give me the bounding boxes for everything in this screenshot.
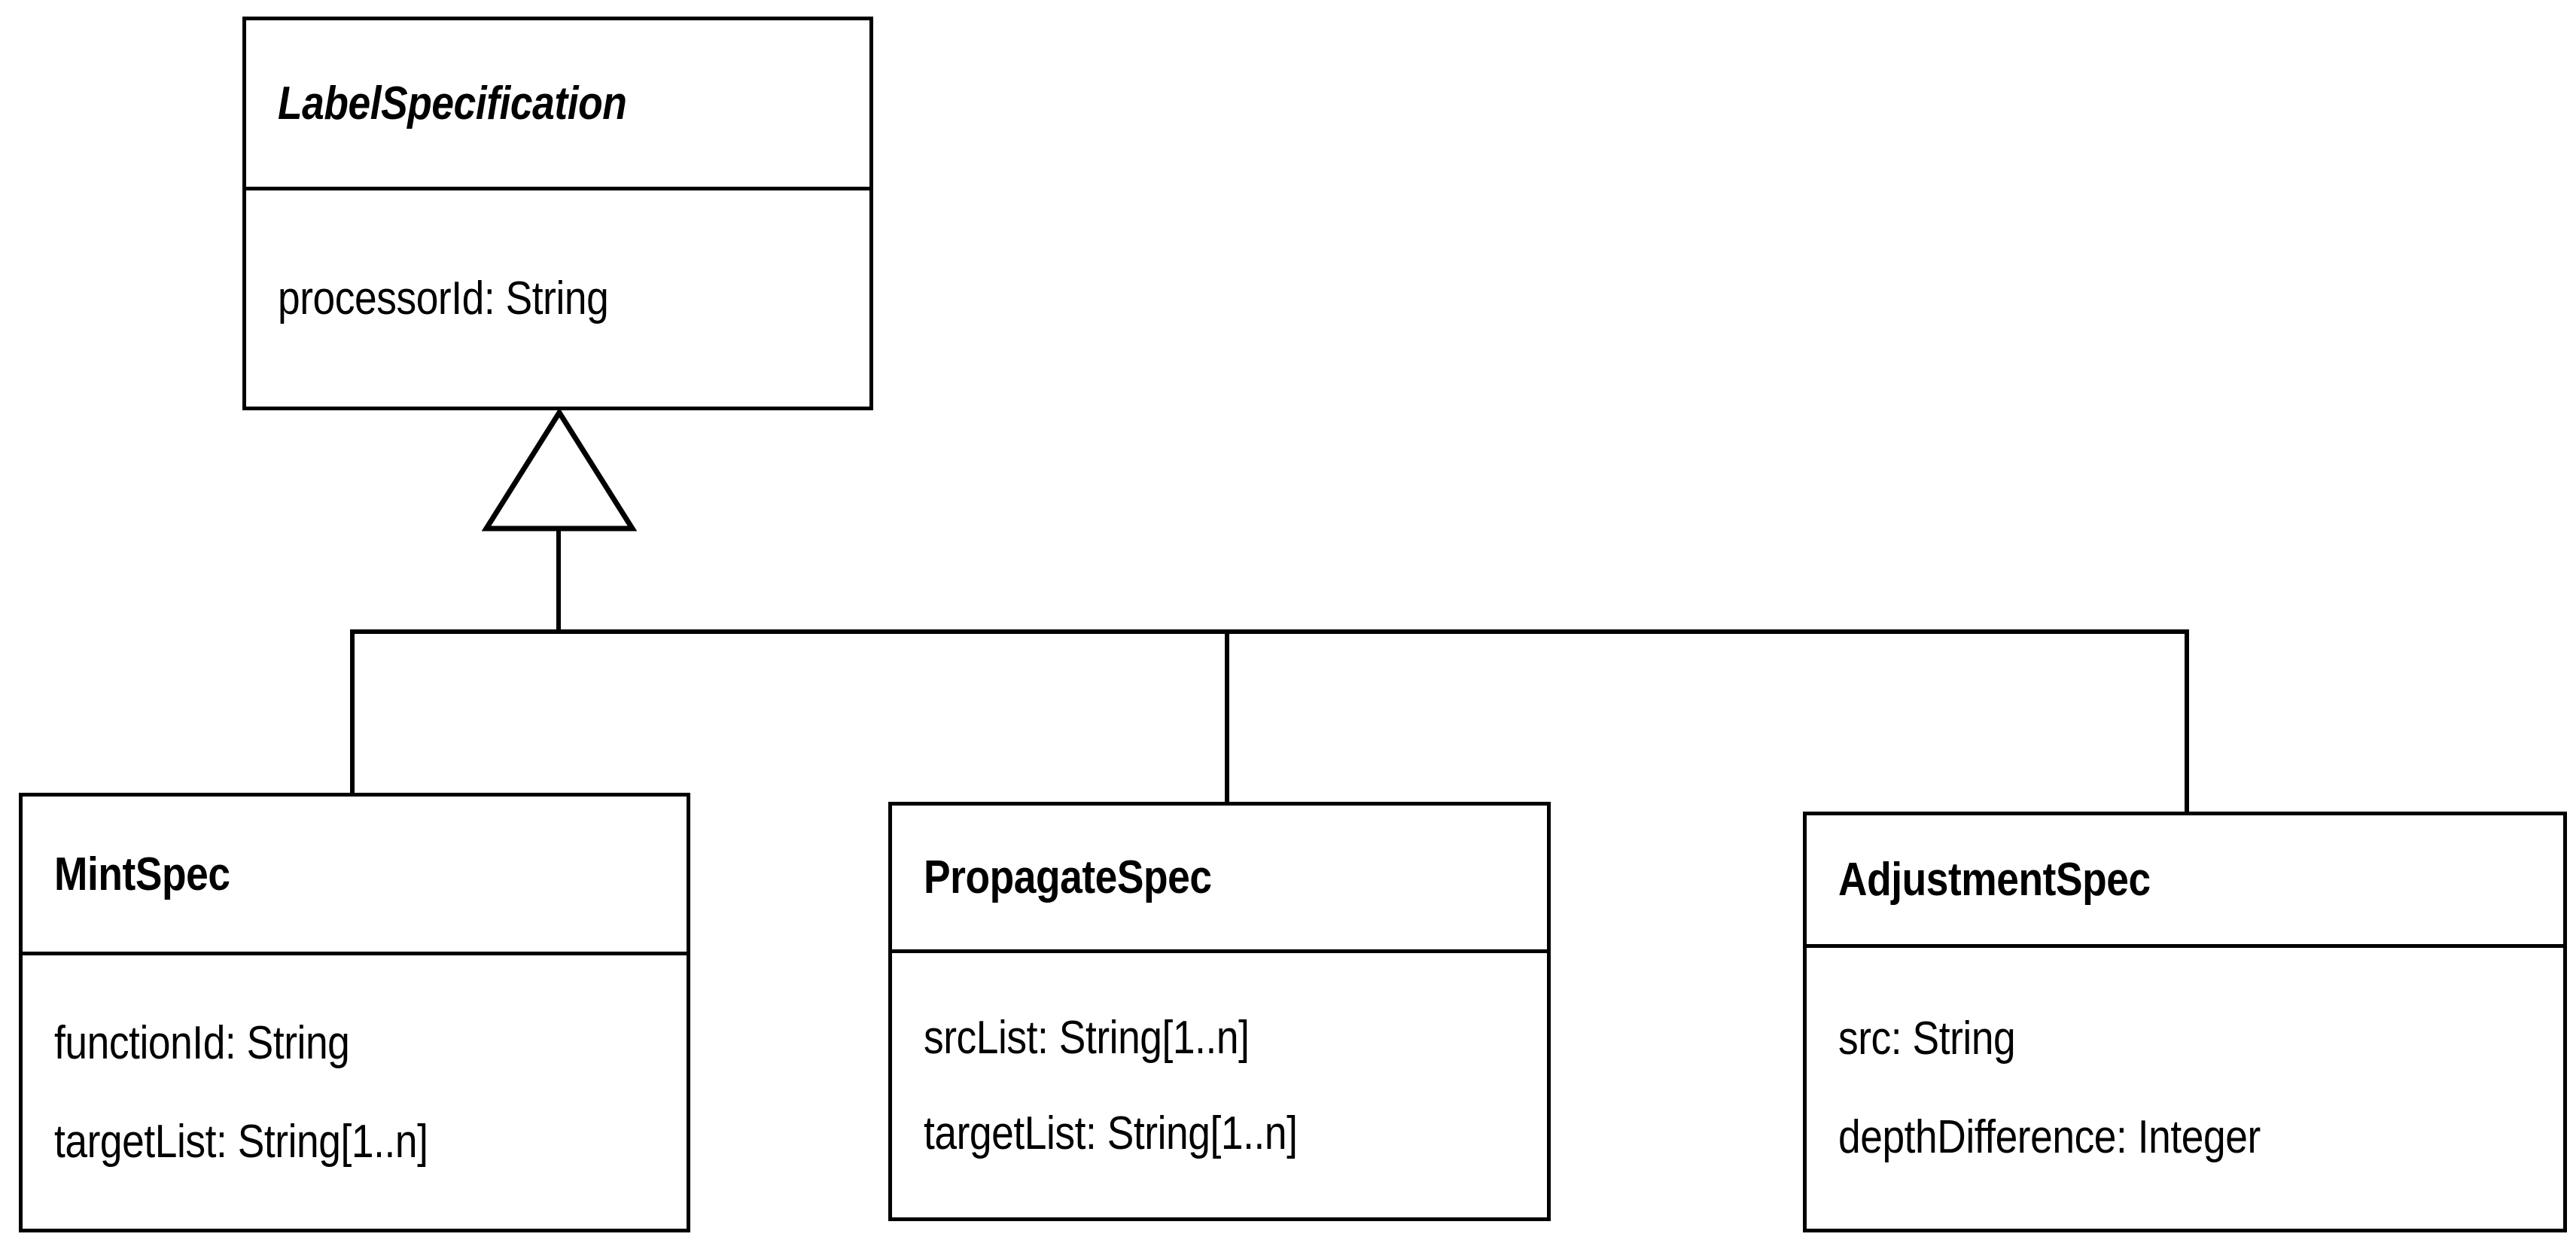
- attribute-row: depthDifference: Integer: [1838, 1111, 2261, 1164]
- class-box-propagate-spec[interactable]: PropagateSpec srcList: String[1..n] targ…: [888, 802, 1551, 1221]
- generalization-stem: [556, 527, 561, 634]
- class-attributes-compartment-propagate-spec: srcList: String[1..n] targetList: String…: [892, 953, 1547, 1217]
- generalization-drop-propagate-spec: [1225, 629, 1229, 803]
- class-name-mint-spec: MintSpec: [54, 848, 230, 900]
- attribute-row: targetList: String[1..n]: [924, 1107, 1298, 1159]
- class-box-adjustment-spec[interactable]: AdjustmentSpec src: String depthDifferen…: [1803, 812, 2567, 1232]
- class-name-compartment-adjustment-spec: AdjustmentSpec: [1807, 815, 2563, 948]
- generalization-drop-adjustment-spec: [2185, 629, 2189, 813]
- generalization-bus-line: [350, 629, 2189, 634]
- class-name-compartment-mint-spec: MintSpec: [23, 797, 687, 956]
- class-box-mint-spec[interactable]: MintSpec functionId: String targetList: …: [19, 793, 690, 1232]
- generalization-arrowhead-icon: [481, 407, 638, 532]
- class-name-compartment-label-specification: LabelSpecification: [246, 20, 869, 190]
- class-name-label-specification: LabelSpecification: [278, 77, 627, 129]
- attribute-row: src: String: [1838, 1013, 2016, 1065]
- attribute-row: processorId: String: [278, 272, 609, 324]
- class-name-propagate-spec: PropagateSpec: [924, 851, 1212, 904]
- class-name-compartment-propagate-spec: PropagateSpec: [892, 806, 1547, 954]
- attribute-row: functionId: String: [54, 1016, 350, 1069]
- class-attributes-compartment-label-specification: processorId: String: [246, 190, 869, 407]
- class-name-adjustment-spec: AdjustmentSpec: [1838, 853, 2151, 906]
- generalization-drop-mint-spec: [350, 629, 355, 794]
- attribute-row: srcList: String[1..n]: [924, 1011, 1250, 1064]
- class-attributes-compartment-adjustment-spec: src: String depthDifference: Integer: [1807, 948, 2563, 1229]
- attribute-row: targetList: String[1..n]: [54, 1115, 428, 1168]
- class-box-label-specification[interactable]: LabelSpecification processorId: String: [242, 17, 873, 410]
- class-attributes-compartment-mint-spec: functionId: String targetList: String[1.…: [23, 955, 687, 1229]
